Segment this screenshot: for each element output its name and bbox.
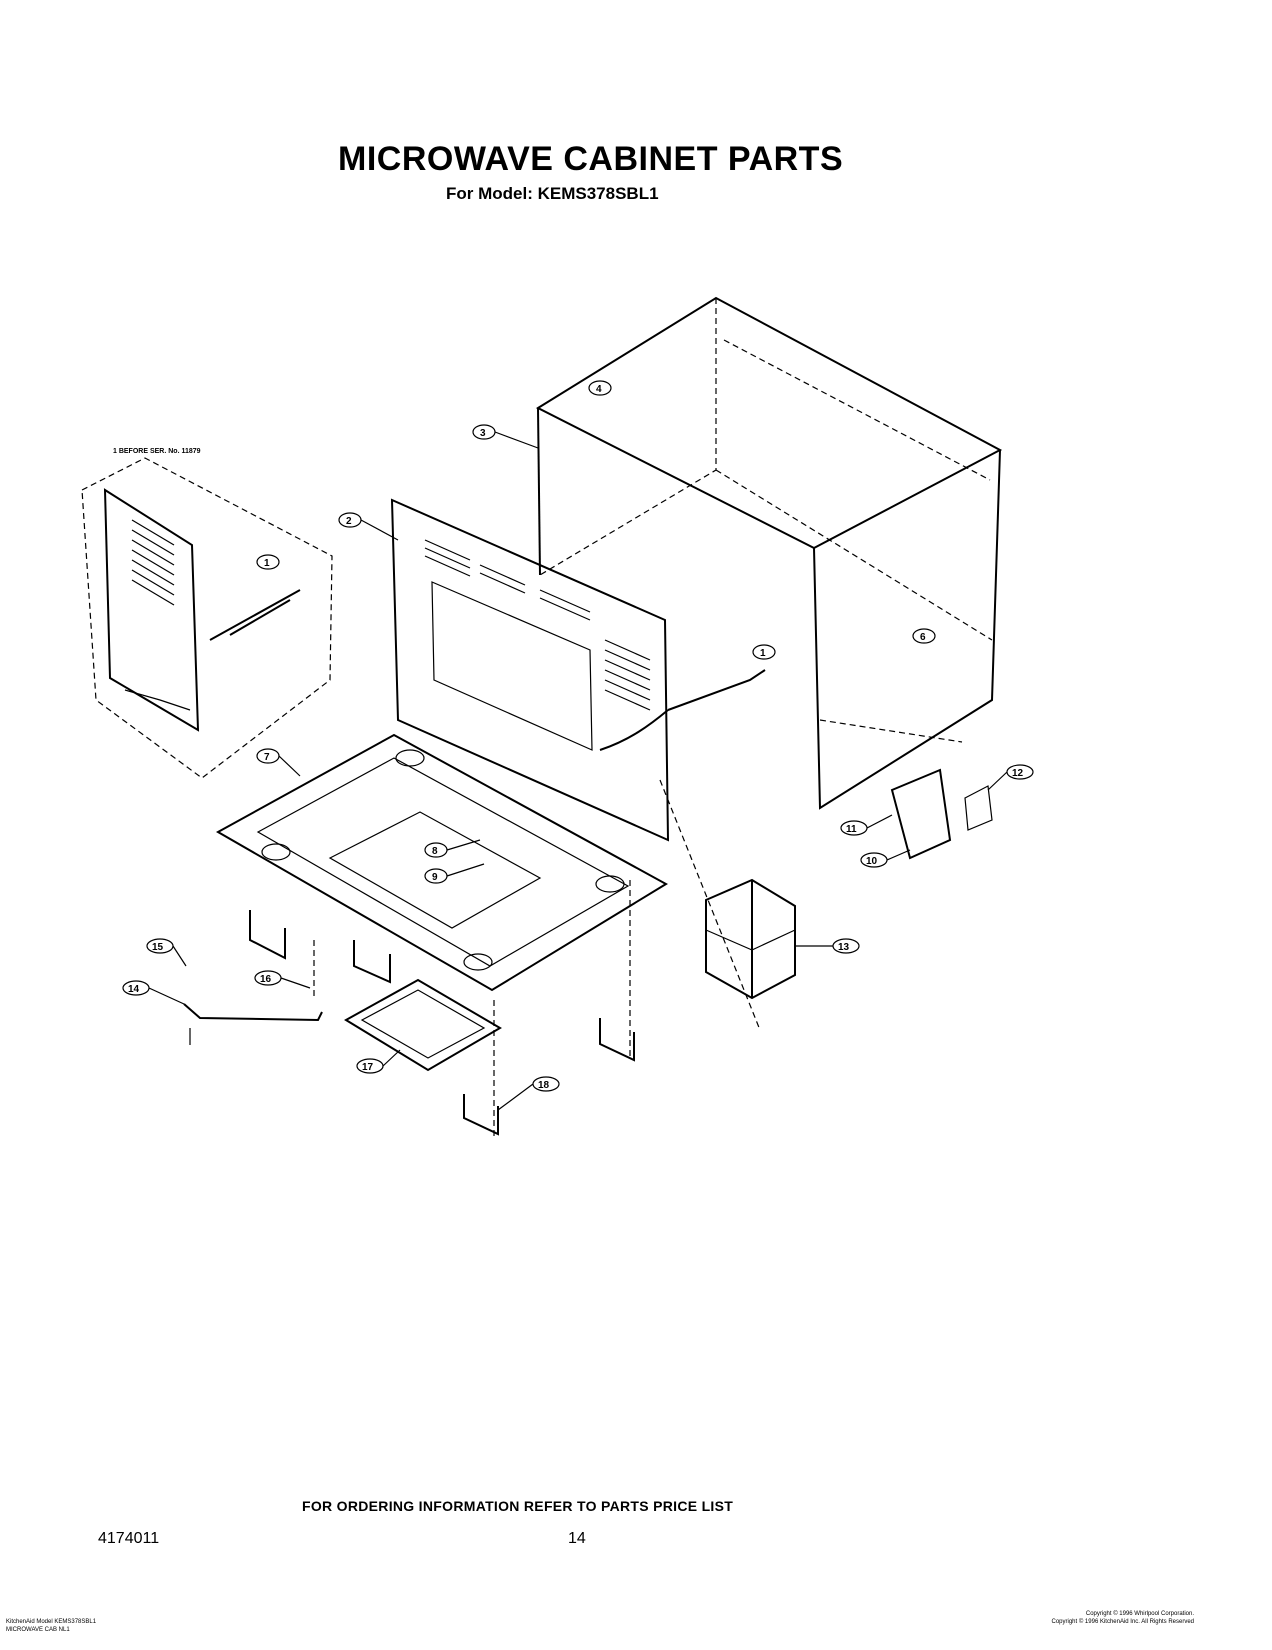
- page-number: 14: [568, 1530, 586, 1547]
- svg-text:18: 18: [538, 1080, 550, 1091]
- callout-18: 18: [532, 1076, 560, 1092]
- callout-9: 9: [424, 868, 448, 884]
- callout-10: 10: [860, 852, 888, 868]
- footer-copyright: Copyright © 1996 Whirlpool Corporation. …: [1052, 1610, 1195, 1626]
- callout-12: 12: [1006, 764, 1034, 780]
- back-panel: [390, 498, 670, 842]
- callout-leader-lines: [148, 431, 1008, 1111]
- svg-text:3: 3: [480, 428, 486, 439]
- svg-text:13: 13: [838, 942, 850, 953]
- callout-16: 16: [254, 970, 282, 986]
- inset-back-panel: [81, 457, 333, 779]
- footer-left-small: KitchenAid Model KEMS378SBL1 MICROWAVE C…: [6, 1618, 96, 1634]
- model-subtitle: For Model: KEMS378SBL1: [446, 184, 659, 203]
- callout-2: 2: [338, 512, 362, 528]
- callout-1b: 1: [752, 644, 776, 660]
- callout-11: 11: [840, 820, 868, 836]
- ordering-note: FOR ORDERING INFORMATION REFER TO PARTS …: [302, 1498, 734, 1514]
- power-cord: [599, 669, 766, 751]
- svg-text:1: 1: [760, 648, 766, 659]
- callout-13: 13: [832, 938, 860, 954]
- outer-cabinet: [535, 296, 1003, 810]
- svg-text:9: 9: [432, 872, 438, 883]
- callout-4: 4: [588, 380, 612, 396]
- svg-text:12: 12: [1012, 768, 1024, 779]
- foot-brackets: [249, 910, 635, 1136]
- svg-text:2: 2: [346, 516, 352, 527]
- base-plate: [215, 733, 668, 992]
- callout-15: 15: [146, 938, 174, 954]
- page-title: MICROWAVE CABINET PARTS: [338, 140, 844, 178]
- hinge-bar: [183, 1003, 323, 1045]
- svg-text:15: 15: [152, 942, 164, 953]
- svg-text:14: 14: [128, 984, 140, 995]
- callout-1a: 1: [256, 554, 280, 570]
- assembly-guide-lines: [313, 719, 963, 1140]
- callout-17: 17: [356, 1058, 384, 1074]
- document-number: 4174011: [98, 1530, 160, 1547]
- svg-text:4: 4: [596, 384, 602, 395]
- svg-text:8: 8: [432, 846, 438, 857]
- transformer: [705, 878, 796, 1000]
- callout-6: 6: [912, 628, 936, 644]
- seal-plate: [344, 978, 502, 1072]
- svg-text:10: 10: [866, 856, 878, 867]
- inset-label: 1 BEFORE SER. No. 11879: [113, 448, 201, 455]
- callout-14: 14: [122, 980, 150, 996]
- svg-text:11: 11: [846, 824, 857, 835]
- footer-right-line-1: Copyright © 1996 Whirlpool Corporation.: [1085, 1611, 1194, 1617]
- capacitor-assembly: [890, 768, 993, 860]
- footer-right-line-2: Copyright © 1996 KitchenAid Inc. All Rig…: [1051, 1619, 1195, 1625]
- svg-text:16: 16: [260, 974, 272, 985]
- svg-text:7: 7: [264, 752, 270, 763]
- callout-3: 3: [472, 424, 496, 440]
- callout-8: 8: [424, 842, 448, 858]
- callout-7: 7: [256, 748, 280, 764]
- svg-text:17: 17: [362, 1062, 374, 1073]
- footer-left-line-2: MICROWAVE CAB NL1: [6, 1627, 70, 1633]
- svg-text:1: 1: [264, 558, 270, 569]
- svg-text:6: 6: [920, 632, 926, 643]
- footer-left-line-1: KitchenAid Model KEMS378SBL1: [6, 1619, 97, 1625]
